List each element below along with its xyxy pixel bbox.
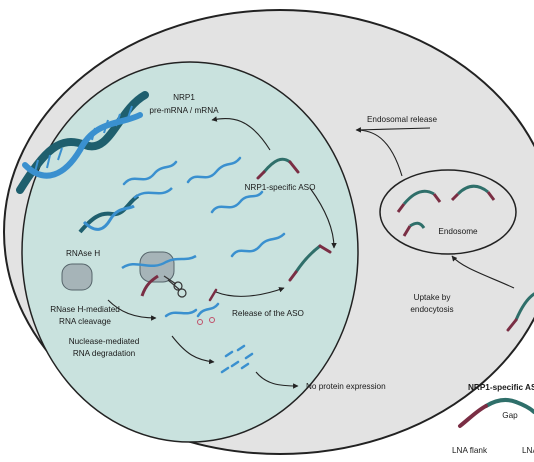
legend-gap-label: Gap bbox=[502, 411, 518, 420]
endosome bbox=[379, 169, 517, 255]
uptake-label-line2: endocytosis bbox=[410, 305, 453, 314]
released-aso bbox=[288, 244, 332, 282]
dna-helix-icon bbox=[16, 91, 149, 194]
legend-lna-left: LNA flank bbox=[452, 446, 488, 455]
aso-in-nucleus bbox=[256, 157, 300, 180]
legend-lna-right: LNA flank bbox=[522, 446, 534, 455]
cleaved-rna-fragments bbox=[164, 288, 220, 318]
rnase-h-cleavage-complex bbox=[121, 251, 197, 297]
nuclease-label-line2: RNA degradation bbox=[73, 349, 136, 358]
rnase-cleavage-label-line1: RNase H-mediated bbox=[50, 305, 120, 314]
legend-title: NRP1-specific ASO bbox=[468, 383, 534, 392]
dna-transcription-icon bbox=[78, 187, 173, 234]
aso-nucleus-label: NRP1-specific ASO bbox=[245, 183, 316, 192]
mrna-strands bbox=[122, 156, 286, 258]
rnase-h-label: RNAse H bbox=[66, 249, 100, 258]
target-label-line1: NRP1 bbox=[173, 93, 195, 102]
extracellular-aso bbox=[506, 292, 534, 332]
process-arrows bbox=[107, 116, 515, 389]
nuclease-label-line1: Nuclease-mediated bbox=[69, 337, 140, 346]
target-label-line2: pre-mRNA / mRNA bbox=[149, 106, 219, 115]
uptake-label-line1: Uptake by bbox=[414, 293, 452, 302]
scissors-icon bbox=[163, 275, 187, 298]
scissors-small-icon bbox=[197, 317, 215, 325]
endosome-label: Endosome bbox=[438, 227, 478, 236]
no-protein-label: No protein expression bbox=[306, 382, 386, 391]
release-aso-label: Release of the ASO bbox=[232, 309, 304, 318]
nucleus bbox=[21, 61, 359, 443]
rnase-cleavage-label-line2: RNA cleavage bbox=[59, 317, 111, 326]
legend-gapmer-icon bbox=[458, 397, 534, 428]
endosomal-release-label: Endosomal release bbox=[367, 115, 438, 124]
degraded-rna-fragments bbox=[220, 344, 254, 374]
rnase-h-icon bbox=[61, 263, 93, 291]
